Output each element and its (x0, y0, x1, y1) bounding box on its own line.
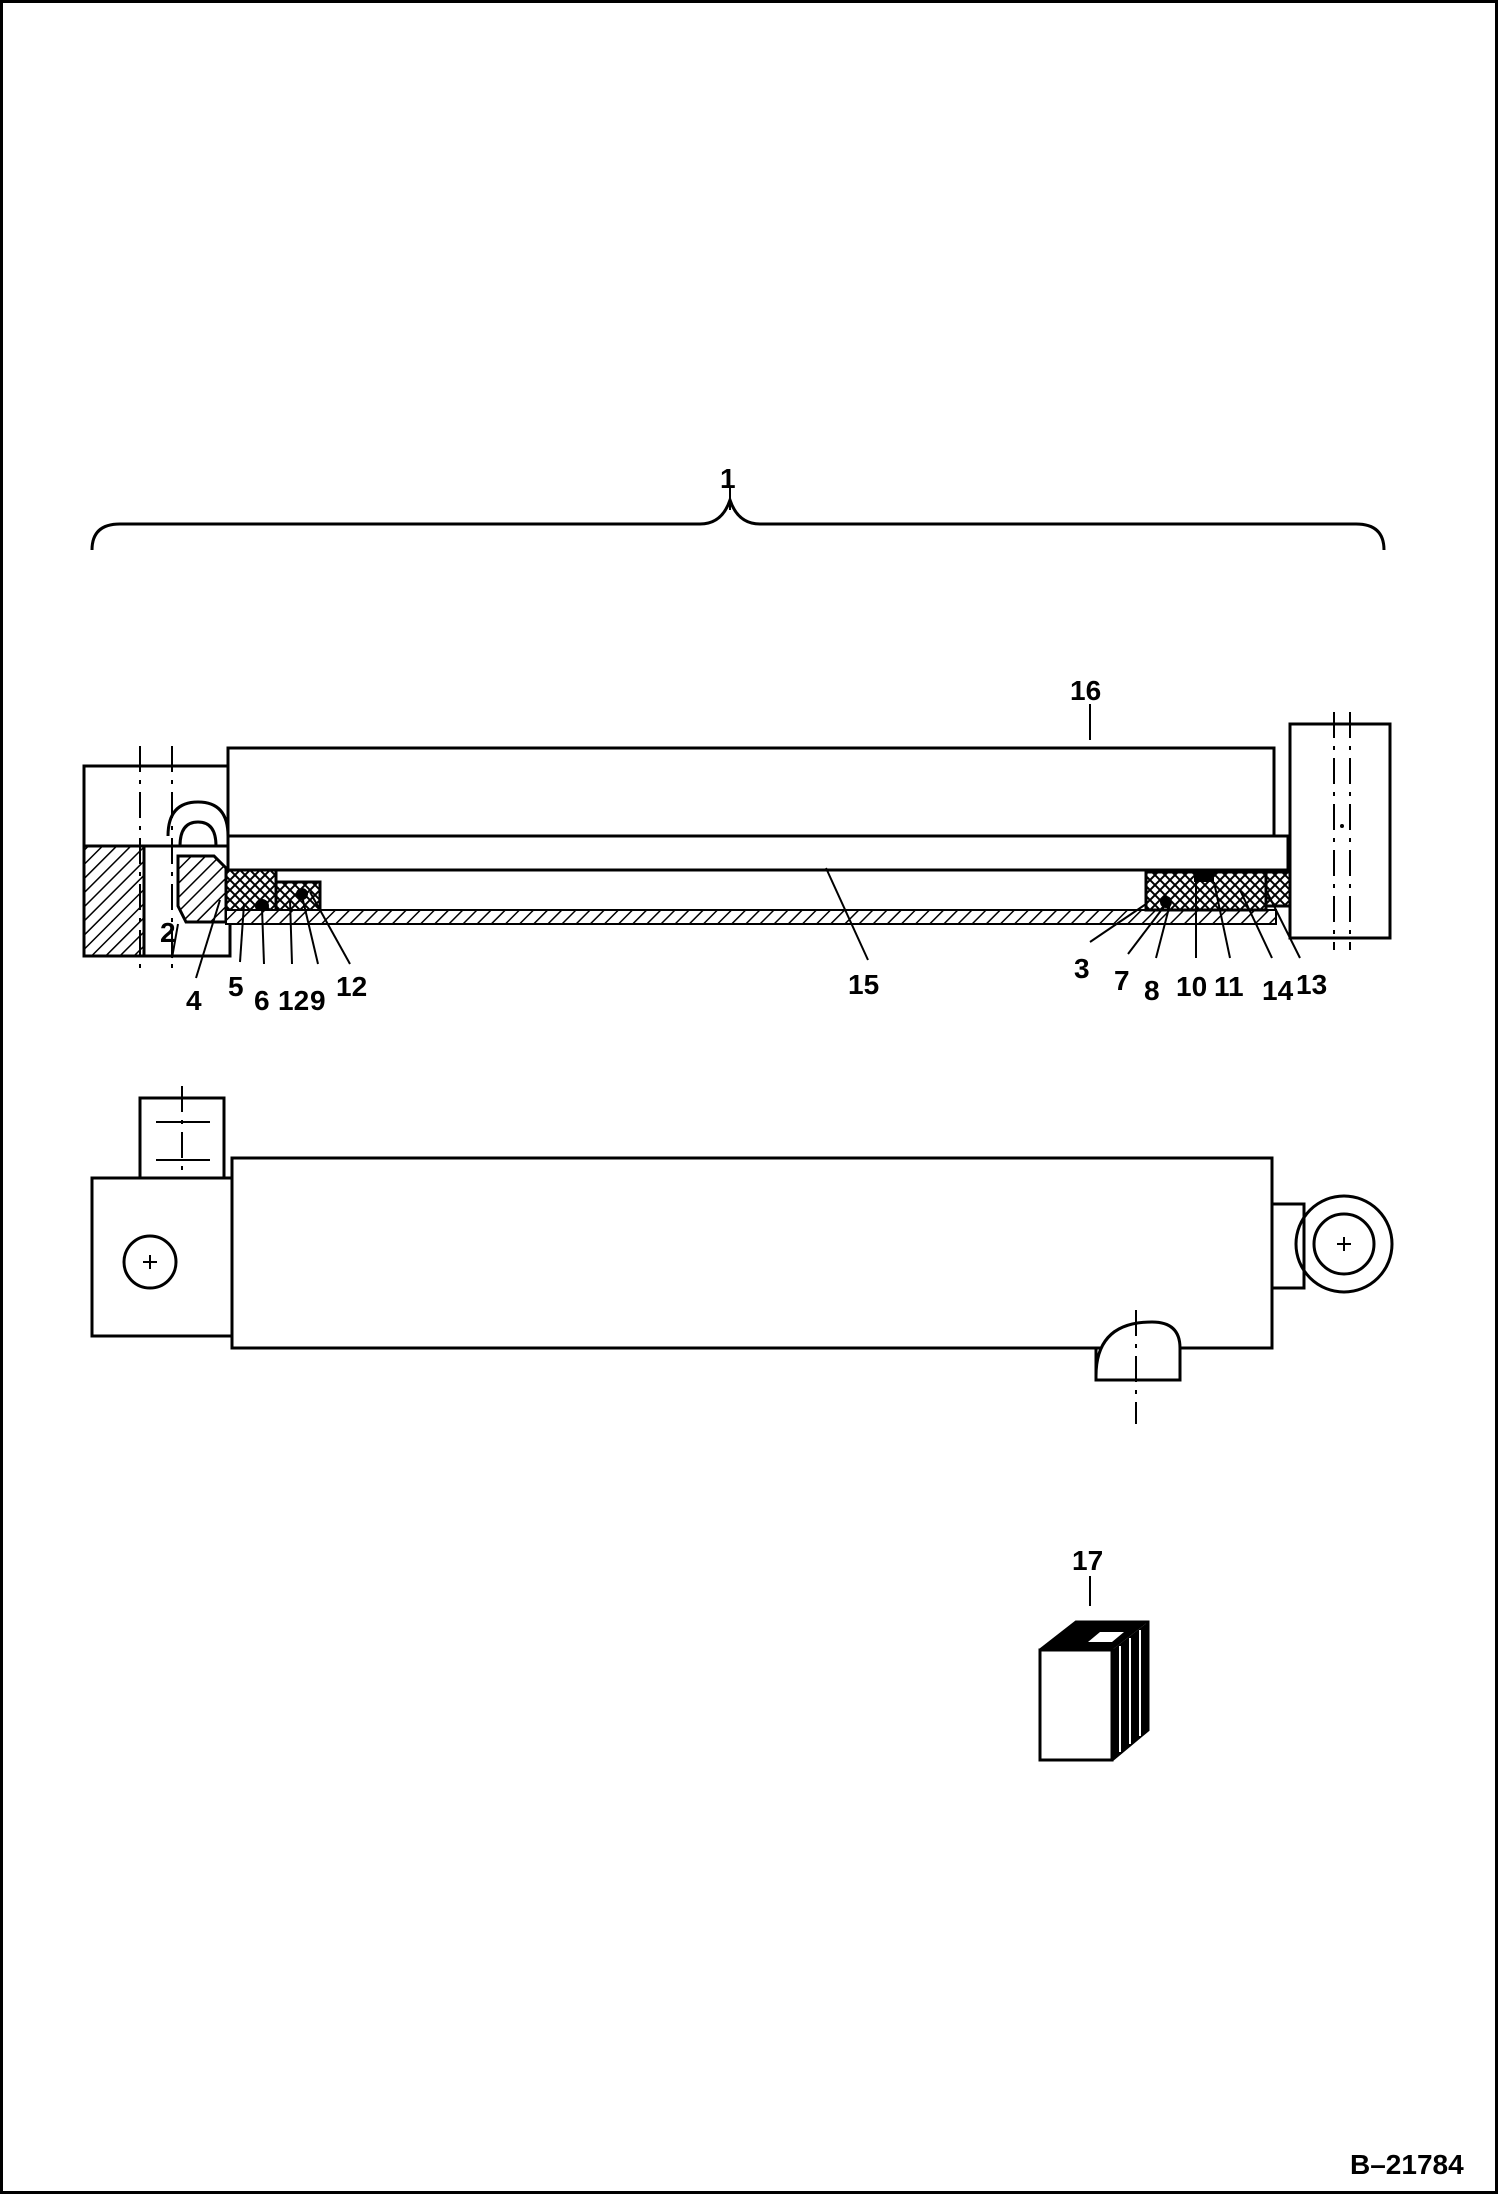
rod-eye-block (1288, 722, 1392, 940)
figure-reference: B–21784 (1350, 2149, 1464, 2180)
callout-13: 13 (1296, 969, 1327, 1000)
seal-kit-17 (1038, 1576, 1150, 1762)
callout-5: 5 (228, 971, 244, 1002)
callout-1: 1 (720, 463, 736, 494)
barrel-16 (226, 746, 1276, 838)
callout-10: 10 (1176, 971, 1207, 1002)
callout-11: 11 (1214, 971, 1244, 1002)
tube-wall (225, 909, 1277, 925)
callout-12-b: 12 (336, 971, 367, 1002)
cylinder-exterior-view (90, 1086, 1394, 1424)
callout-4: 4 (186, 985, 202, 1016)
barrel-exterior (230, 1156, 1274, 1350)
callout-2: 2 (160, 917, 176, 948)
callout-14: 14 (1262, 975, 1294, 1006)
base-pin-hole (122, 1234, 178, 1290)
callout-12-a: 12 (278, 985, 309, 1016)
base-end-hatched (82, 844, 146, 958)
base-end-block (82, 764, 232, 858)
cylinder-section-view (82, 712, 1392, 976)
callout-6: 6 (254, 985, 270, 1016)
callout-15: 15 (848, 969, 879, 1000)
callout-3: 3 (1074, 953, 1090, 984)
rod-eye-inner (1312, 1212, 1376, 1276)
rod-eye-outer (1294, 1194, 1394, 1294)
rod-port-fitting (1094, 1320, 1182, 1382)
leader-lines (171, 488, 1301, 979)
callout-9: 9 (310, 985, 326, 1016)
rod-stub (1270, 1202, 1306, 1290)
callout-17: 17 (1072, 1545, 1103, 1576)
callout-7: 7 (1114, 965, 1130, 996)
callout-8: 8 (1144, 975, 1160, 1006)
rod-15 (226, 834, 1290, 872)
assembly-brace (90, 495, 1386, 551)
callout-16: 16 (1070, 675, 1101, 706)
base-end (90, 1176, 236, 1338)
